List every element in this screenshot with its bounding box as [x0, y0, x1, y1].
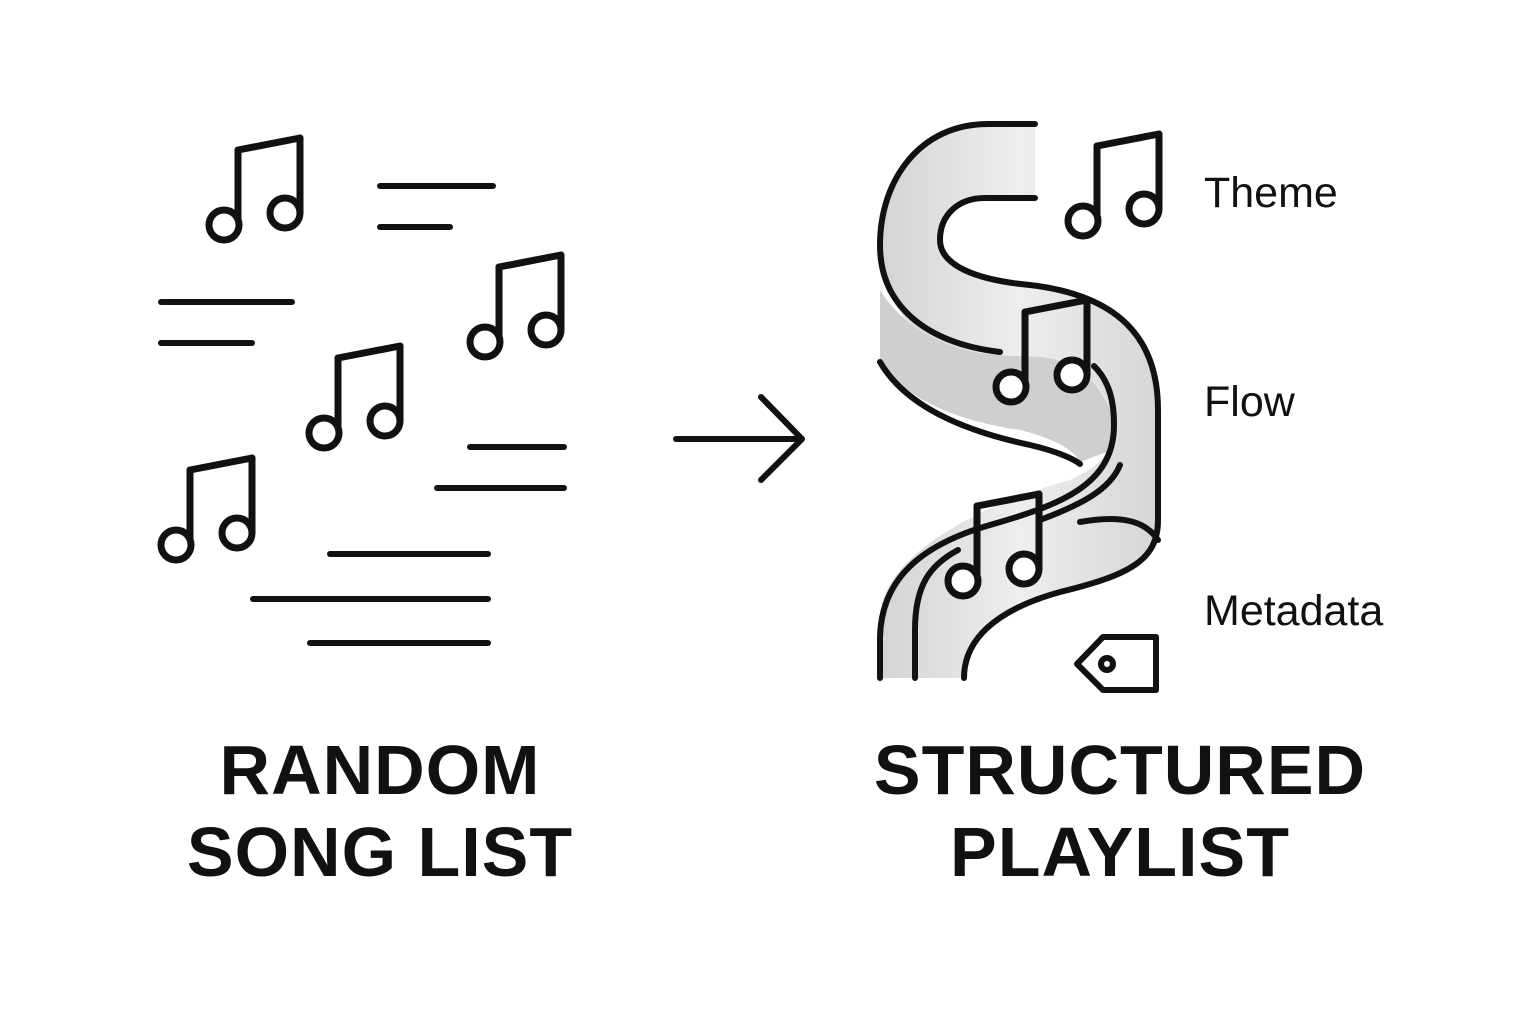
- arrow-right-icon: [673, 394, 805, 483]
- music-note-icon: [161, 458, 252, 560]
- random-song-cluster: [158, 138, 567, 646]
- music-note-icon: [470, 255, 561, 357]
- random-song-list-heading: RANDOM SONG LIST: [120, 729, 640, 893]
- heading-line: PLAYLIST: [950, 813, 1290, 891]
- tag-icon: [1074, 634, 1159, 693]
- flow-label: Flow: [1204, 378, 1295, 426]
- heading-line: SONG LIST: [186, 813, 574, 891]
- metadata-label: Metadata: [1204, 587, 1384, 635]
- song-lines: [158, 183, 567, 646]
- structured-playlist-heading: STRUCTURED PLAYLIST: [820, 729, 1420, 893]
- winding-road: [877, 121, 1161, 681]
- heading-line: STRUCTURED: [873, 731, 1367, 809]
- theme-label: Theme: [1204, 169, 1338, 217]
- music-note-icon: [309, 346, 400, 448]
- music-note-icon: [209, 138, 300, 240]
- heading-line: RANDOM: [219, 731, 541, 809]
- music-note-icon: [1068, 134, 1159, 236]
